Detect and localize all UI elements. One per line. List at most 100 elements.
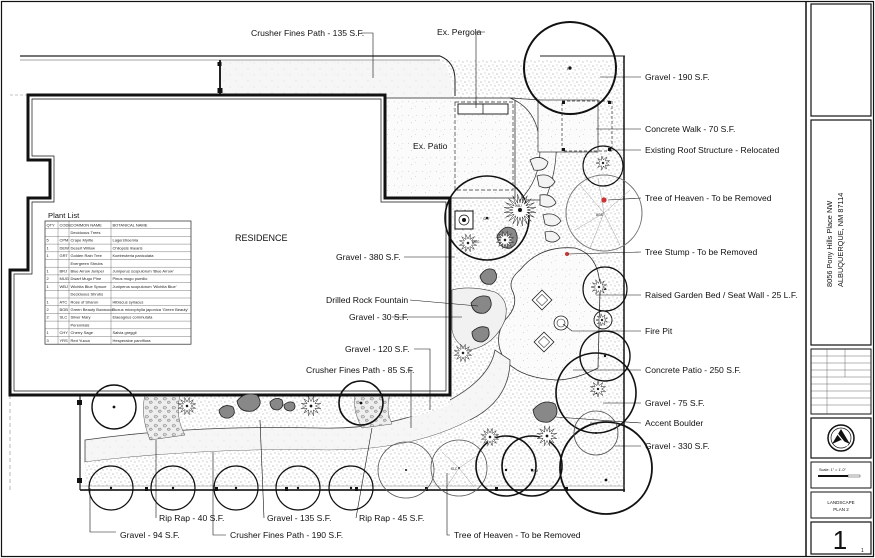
ex-patio [384,97,516,199]
plant-table-cell: Elaeagnus commutata [113,315,154,320]
callout-gravel-330: Gravel - 330 S.F. [645,441,709,451]
tag-mug: MUG [472,240,480,244]
plant-table-cell: WBJ [60,284,68,289]
callout-tree-of-heaven: Tree of Heaven - To be Removed [645,193,772,203]
tree-small-1 [582,145,624,187]
scale-label: Scale: 1" = 1'-0" [819,468,847,472]
planting-bed-fountain [451,287,507,351]
shrub-center [309,404,313,408]
tree-of-heaven-bottom [430,439,488,497]
plant-table-cell: Buxus microphylla japonica 'Green Beauty… [113,307,189,312]
callout-fire-pit: Fire Pit [645,326,673,336]
rip-rap-40 [143,394,186,441]
callout-rip-rap-40: Rip Rap - 40 S.F. [159,513,224,523]
callout-rip-rap-45: Rip Rap - 45 S.F. [359,513,424,523]
plant-table-cell: 3 [47,338,50,343]
shrub-center [461,351,465,355]
plant-table-cell: BGB [60,307,69,312]
plant-table-cell: Silver Mary [71,315,91,320]
plant-table-cell: 2 [47,276,50,281]
spiky-shrubs [178,155,611,446]
plant-table-cell: Desert Willow [71,245,96,250]
callout-raised-bed: Raised Garden Bed / Seat Wall - 25 L.F. [645,290,798,300]
plant-table-cell: CPM [60,238,69,243]
seat-2 [533,331,555,353]
shrub-center [601,161,605,165]
shrub-center [600,318,604,322]
shrub-grt-box [454,210,474,230]
tree-of-heaven-east [565,174,643,252]
concrete-patio [498,247,601,381]
callout-concrete-walk: Concrete Walk - 70 S.F. [645,124,735,134]
tree-s-3 [213,465,259,511]
tree-s-2 [150,465,196,511]
plant-table-cell: Deciduous Shrubs [71,292,104,297]
shrub-center [596,387,600,391]
north-arrow-icon [827,424,855,452]
callout-crusher-fines-top: Crusher Fines Path - 135 S.F. [251,28,364,38]
plant-table-cell: Chilopsis linearis [113,245,143,250]
plant-table-cell: Koelreuteria paniculata [113,253,155,258]
tree-ex-1 [377,441,435,499]
callout-gravel-190: Gravel - 190 S.F. [645,72,709,82]
plant-table-cell: Lagerstroemia [113,238,139,243]
sheet-title: LANDSCAPE [827,500,854,505]
shrub-small-4 [593,310,613,330]
shrub-center [185,404,189,408]
tag-bgb: BGB [596,213,603,217]
tree-s-1 [88,465,134,511]
plant-table-cell: 1 [47,330,50,335]
plant-table-cell: Salvia greggii [113,330,137,335]
tree-se [559,421,653,515]
callout-tree-of-heaven-bottom: Tree of Heaven - To be Removed [454,530,581,540]
plant-table-cell: Golden Rain Tree [71,253,103,258]
plant-table-cell: Perennials [71,322,90,327]
gravel-south-strip [85,420,560,488]
plant-table-cell: BRJ [60,269,68,274]
plant-table-cell: Hesperaloe parviflora [113,338,152,343]
callout-gravel-380: Gravel - 380 S.F. [336,252,400,262]
tree-cpm-1 [475,435,537,497]
callout-crusher-fines-190: Crusher Fines Path - 190 S.F. [230,530,343,540]
tag-wbj: WBJ [515,204,522,208]
existing-roof-structure [561,100,613,152]
plant-table-cell: 5 [47,238,50,243]
plant-table-cell: DEW [60,245,70,250]
plant-table-cell: Rose of Sharon [71,299,99,304]
callout-gravel-120: Gravel - 120 S.F. [345,344,409,354]
tree-dew [573,410,619,456]
title-block: 8056 Pony Hills Place NW ALBUQUERQUE, NM… [810,3,872,555]
callout-concrete-patio: Concrete Patio - 250 S.F. [645,365,741,375]
plant-table-cell: 1 [47,299,50,304]
shrub-center [517,207,523,213]
project-address-line2: ALBUQUERQUE, NM 87114 [836,193,845,287]
plant-table-cell: 1 [47,245,50,250]
shrub-center [545,434,549,438]
tree-rip-rap [338,380,384,426]
plant-table-cell: 1 [47,253,50,258]
plant-table-header: QTY [47,222,56,227]
plant-table-cell: Blue Arrow Juniper [71,269,105,274]
tag-dew: DEW [590,422,597,426]
callout-gravel-135: Gravel - 135 S.F. [267,513,331,523]
plant-table-cell: CHY [60,330,69,335]
fire-pit-feature [553,315,569,331]
shrub-center [597,285,601,289]
plant-table-cell: YRS [60,338,69,343]
sheet-number: 1 [833,525,847,555]
plant-table-cell: 2 [47,315,50,320]
plant-table-cell: Cherry Sage [71,330,94,335]
ex-patio-label: Ex. Patio [413,141,448,151]
tree-ne [523,21,617,115]
plant-table-header: BOTANICAL NAME [113,222,148,227]
tree-cpm-2 [501,435,563,497]
shrub-center [488,435,492,439]
seat-1 [531,289,553,311]
plant-table-cell: ATC [60,299,68,304]
plant-table-cell: Red Yucca [71,338,91,343]
ex-pergola [454,101,514,191]
shrub-center [466,241,470,245]
scale-bar [818,475,848,477]
